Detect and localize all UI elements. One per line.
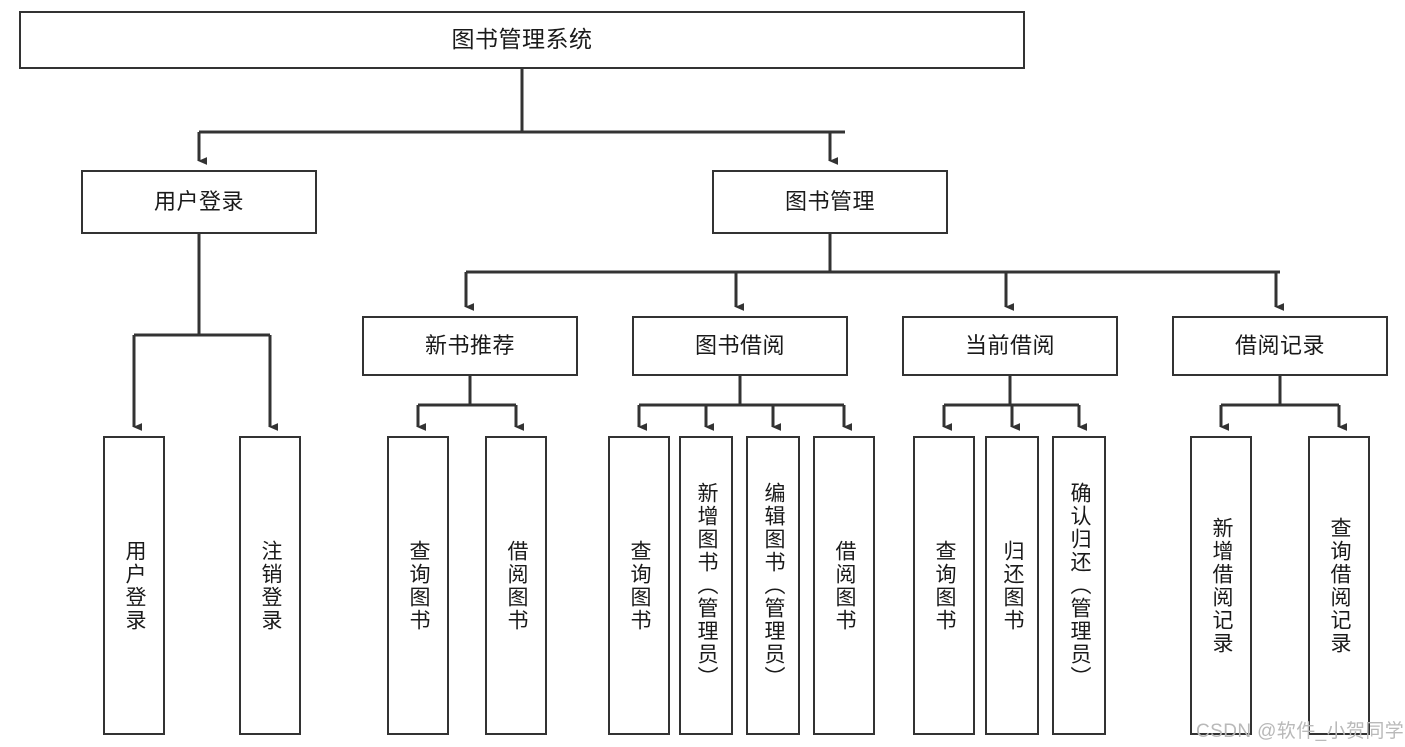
node-user-login[interactable]: 用户登录: [81, 170, 317, 234]
node-label: 用户登录: [123, 539, 147, 632]
node-label: 确认归还（管理员）: [1068, 482, 1092, 689]
node-label: 查询图书: [628, 539, 652, 632]
node-label: 新书推荐: [424, 333, 515, 359]
node-label: 借阅记录: [1234, 333, 1325, 359]
node-label: 图书借阅: [694, 333, 785, 359]
node-label: 注销登录: [259, 539, 283, 632]
node-leaf-borrow-edit-book[interactable]: 编辑图书（管理员）: [746, 436, 800, 735]
node-label: 归还图书: [1001, 539, 1025, 632]
node-leaf-user-login[interactable]: 用户登录: [103, 436, 165, 735]
node-leaf-current-return-book[interactable]: 归还图书: [985, 436, 1039, 735]
node-label: 借阅图书: [833, 539, 857, 632]
node-leaf-current-query-book[interactable]: 查询图书: [913, 436, 975, 735]
node-leaf-record-query-record[interactable]: 查询借阅记录: [1308, 436, 1370, 735]
node-label: 查询图书: [933, 539, 957, 632]
node-label: 查询借阅记录: [1328, 516, 1352, 655]
node-root-system[interactable]: 图书管理系统: [19, 11, 1025, 69]
node-leaf-borrow-add-book[interactable]: 新增图书（管理员）: [679, 436, 733, 735]
node-borrow-record[interactable]: 借阅记录: [1172, 316, 1388, 376]
csdn-watermark: CSDN @软件_小贺同学: [1196, 721, 1405, 742]
node-label: 图书管理: [784, 189, 875, 215]
node-label: 查询图书: [407, 539, 431, 632]
node-book-management[interactable]: 图书管理: [712, 170, 948, 234]
node-leaf-borrow-query-book[interactable]: 查询图书: [608, 436, 670, 735]
node-leaf-user-logout[interactable]: 注销登录: [239, 436, 301, 735]
node-label: 用户登录: [153, 189, 244, 215]
node-label: 新增借阅记录: [1210, 516, 1234, 655]
node-leaf-borrow-borrow-book[interactable]: 借阅图书: [813, 436, 875, 735]
node-leaf-recommend-borrow-book[interactable]: 借阅图书: [485, 436, 547, 735]
node-book-borrow[interactable]: 图书借阅: [632, 316, 848, 376]
node-label: 借阅图书: [505, 539, 529, 632]
node-label: 图书管理系统: [451, 26, 593, 53]
node-leaf-current-confirm-return[interactable]: 确认归还（管理员）: [1052, 436, 1106, 735]
node-label: 当前借阅: [964, 333, 1055, 359]
node-label: 新增图书（管理员）: [695, 482, 719, 689]
node-new-book-recommend[interactable]: 新书推荐: [362, 316, 578, 376]
node-label: 编辑图书（管理员）: [762, 482, 786, 689]
node-current-borrow[interactable]: 当前借阅: [902, 316, 1118, 376]
node-leaf-record-add-record[interactable]: 新增借阅记录: [1190, 436, 1252, 735]
node-leaf-recommend-query-book[interactable]: 查询图书: [387, 436, 449, 735]
